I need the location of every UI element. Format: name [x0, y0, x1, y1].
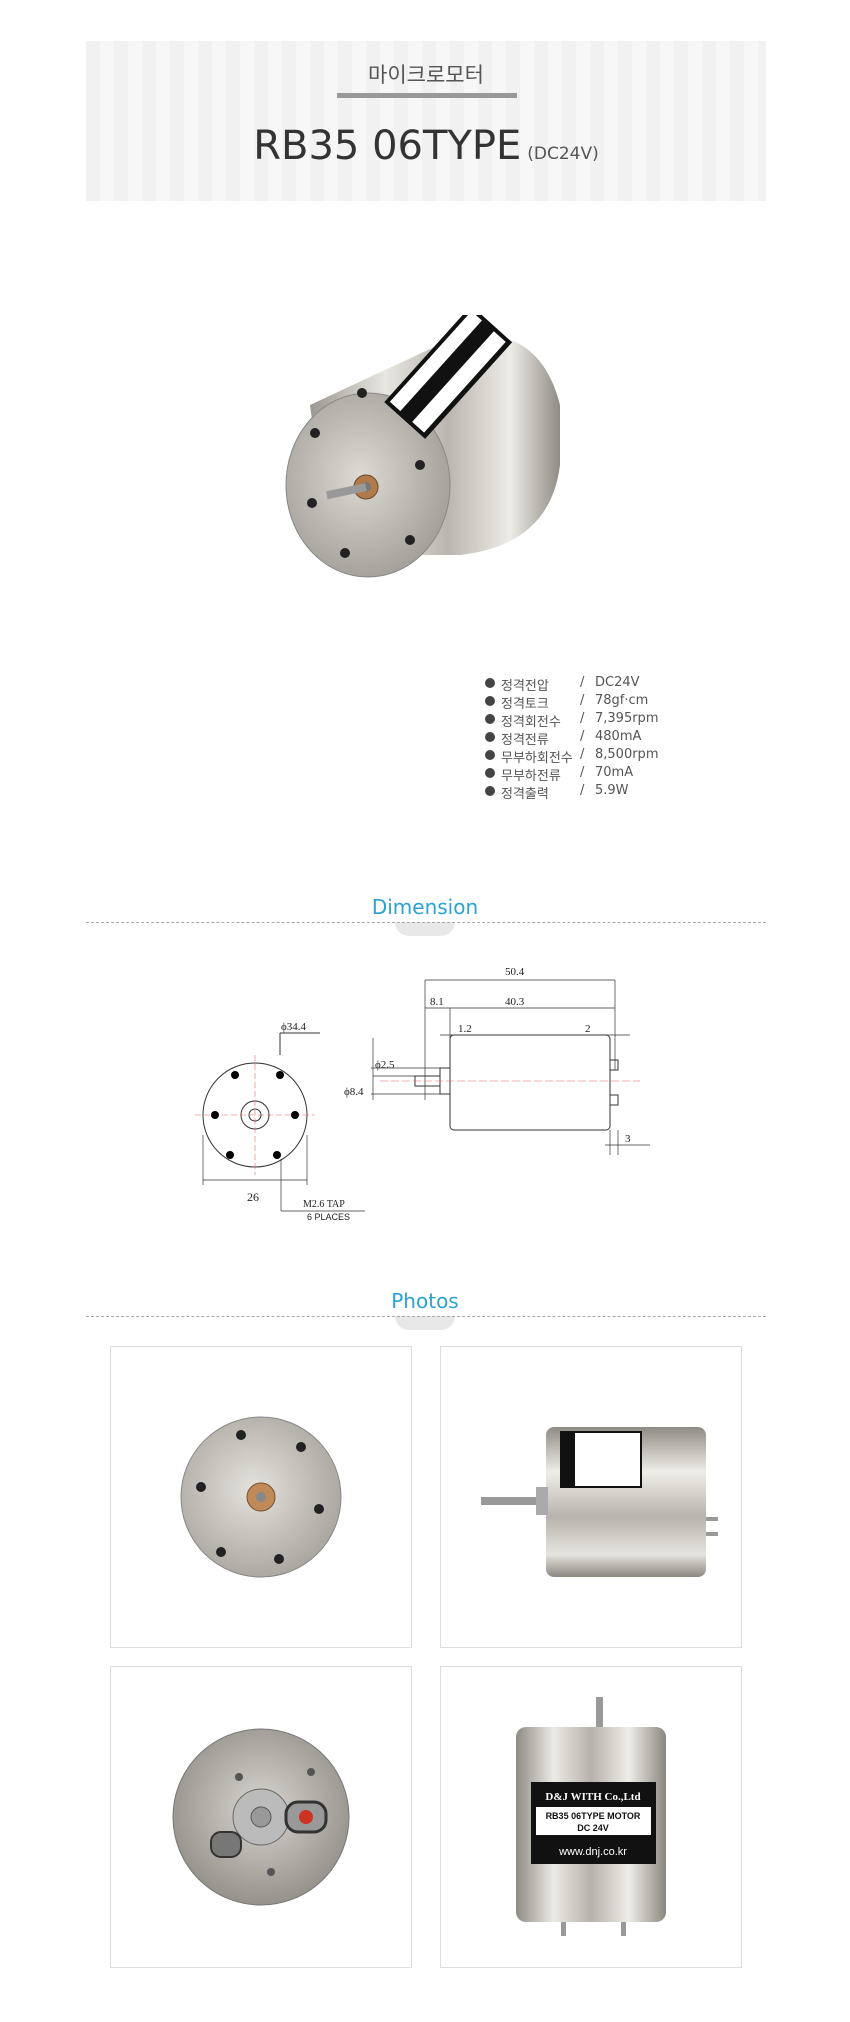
product-title: RB35 06TYPE(DC24V) [86, 123, 766, 169]
product-category: 마이크로모터 [368, 63, 484, 87]
boss-label: 1.2 [458, 1023, 472, 1035]
label-company: D&J WITH Co.,Ltd [545, 1791, 640, 1803]
photo-front-view [110, 1346, 412, 1648]
section-divider [86, 922, 766, 923]
bullet-icon [485, 750, 495, 760]
spec-row: 정격토크/78gf·cm [485, 693, 785, 712]
section-divider [86, 1316, 766, 1317]
bullet-icon [485, 678, 495, 688]
shaft-length-label: 8.1 [430, 996, 444, 1008]
total-length-label: 50.4 [505, 966, 525, 978]
section-arc [395, 1316, 455, 1330]
bullet-icon [485, 768, 495, 778]
label-website: www.dnj.co.kr [558, 1846, 627, 1858]
section-arc [395, 922, 455, 936]
bullet-icon [485, 696, 495, 706]
spec-row: 정격회전수/7,395rpm [485, 711, 785, 730]
title-underline [337, 93, 517, 98]
side-view-drawing: 50.4 8.1 40.3 1.2 2 ϕ2.5 ϕ8.4 3 [344, 966, 650, 1155]
terminal-label: 2 [585, 1023, 591, 1035]
label-voltage: DC 24V [577, 1823, 609, 1833]
photos-heading: Photos [391, 1289, 459, 1313]
tap-label: M2.6 TAP [303, 1199, 345, 1210]
dimension-heading: Dimension [371, 895, 479, 919]
front-width-label: 26 [247, 1190, 259, 1204]
boss-diameter-label: ϕ8.4 [344, 1086, 364, 1098]
photo-rear-view [110, 1666, 412, 1968]
spec-row: 정격전압/DC24V [485, 675, 785, 694]
header-banner: 마이크로모터 RB35 06TYPE(DC24V) [86, 41, 766, 201]
front-view-drawing: ϕ34.4 26 M2.6 TAP 6 PLACES [195, 1021, 365, 1222]
spec-row: 정격출력/5.9W [485, 783, 785, 802]
product-model: RB35 06TYPE [253, 123, 522, 169]
terminal-offset-label: 3 [625, 1133, 631, 1145]
photo-label-view: D&J WITH Co.,Ltd RB35 06TYPE MOTOR DC 24… [440, 1666, 742, 1968]
product-voltage: (DC24V) [527, 144, 599, 164]
main-motor-image [285, 315, 560, 578]
label-model: RB35 06TYPE MOTOR [546, 1811, 641, 1821]
spec-row: 무부하회전수/8,500rpm [485, 747, 785, 766]
tap-places-label: 6 PLACES [307, 1212, 350, 1222]
bullet-icon [485, 714, 495, 724]
photo-side-view [440, 1346, 742, 1648]
body-length-label: 40.3 [505, 996, 525, 1008]
spec-row: 정격전류/480mA [485, 729, 785, 748]
front-diameter-label: ϕ34.4 [281, 1021, 307, 1033]
bullet-icon [485, 786, 495, 796]
bullet-icon [485, 732, 495, 742]
shaft-diameter-label: ϕ2.5 [375, 1059, 395, 1071]
spec-row: 무부하전류/70mA [485, 765, 785, 784]
spec-list: 정격전압/DC24V 정격토크/78gf·cm 정격회전수/7,395rpm 정… [485, 675, 785, 802]
